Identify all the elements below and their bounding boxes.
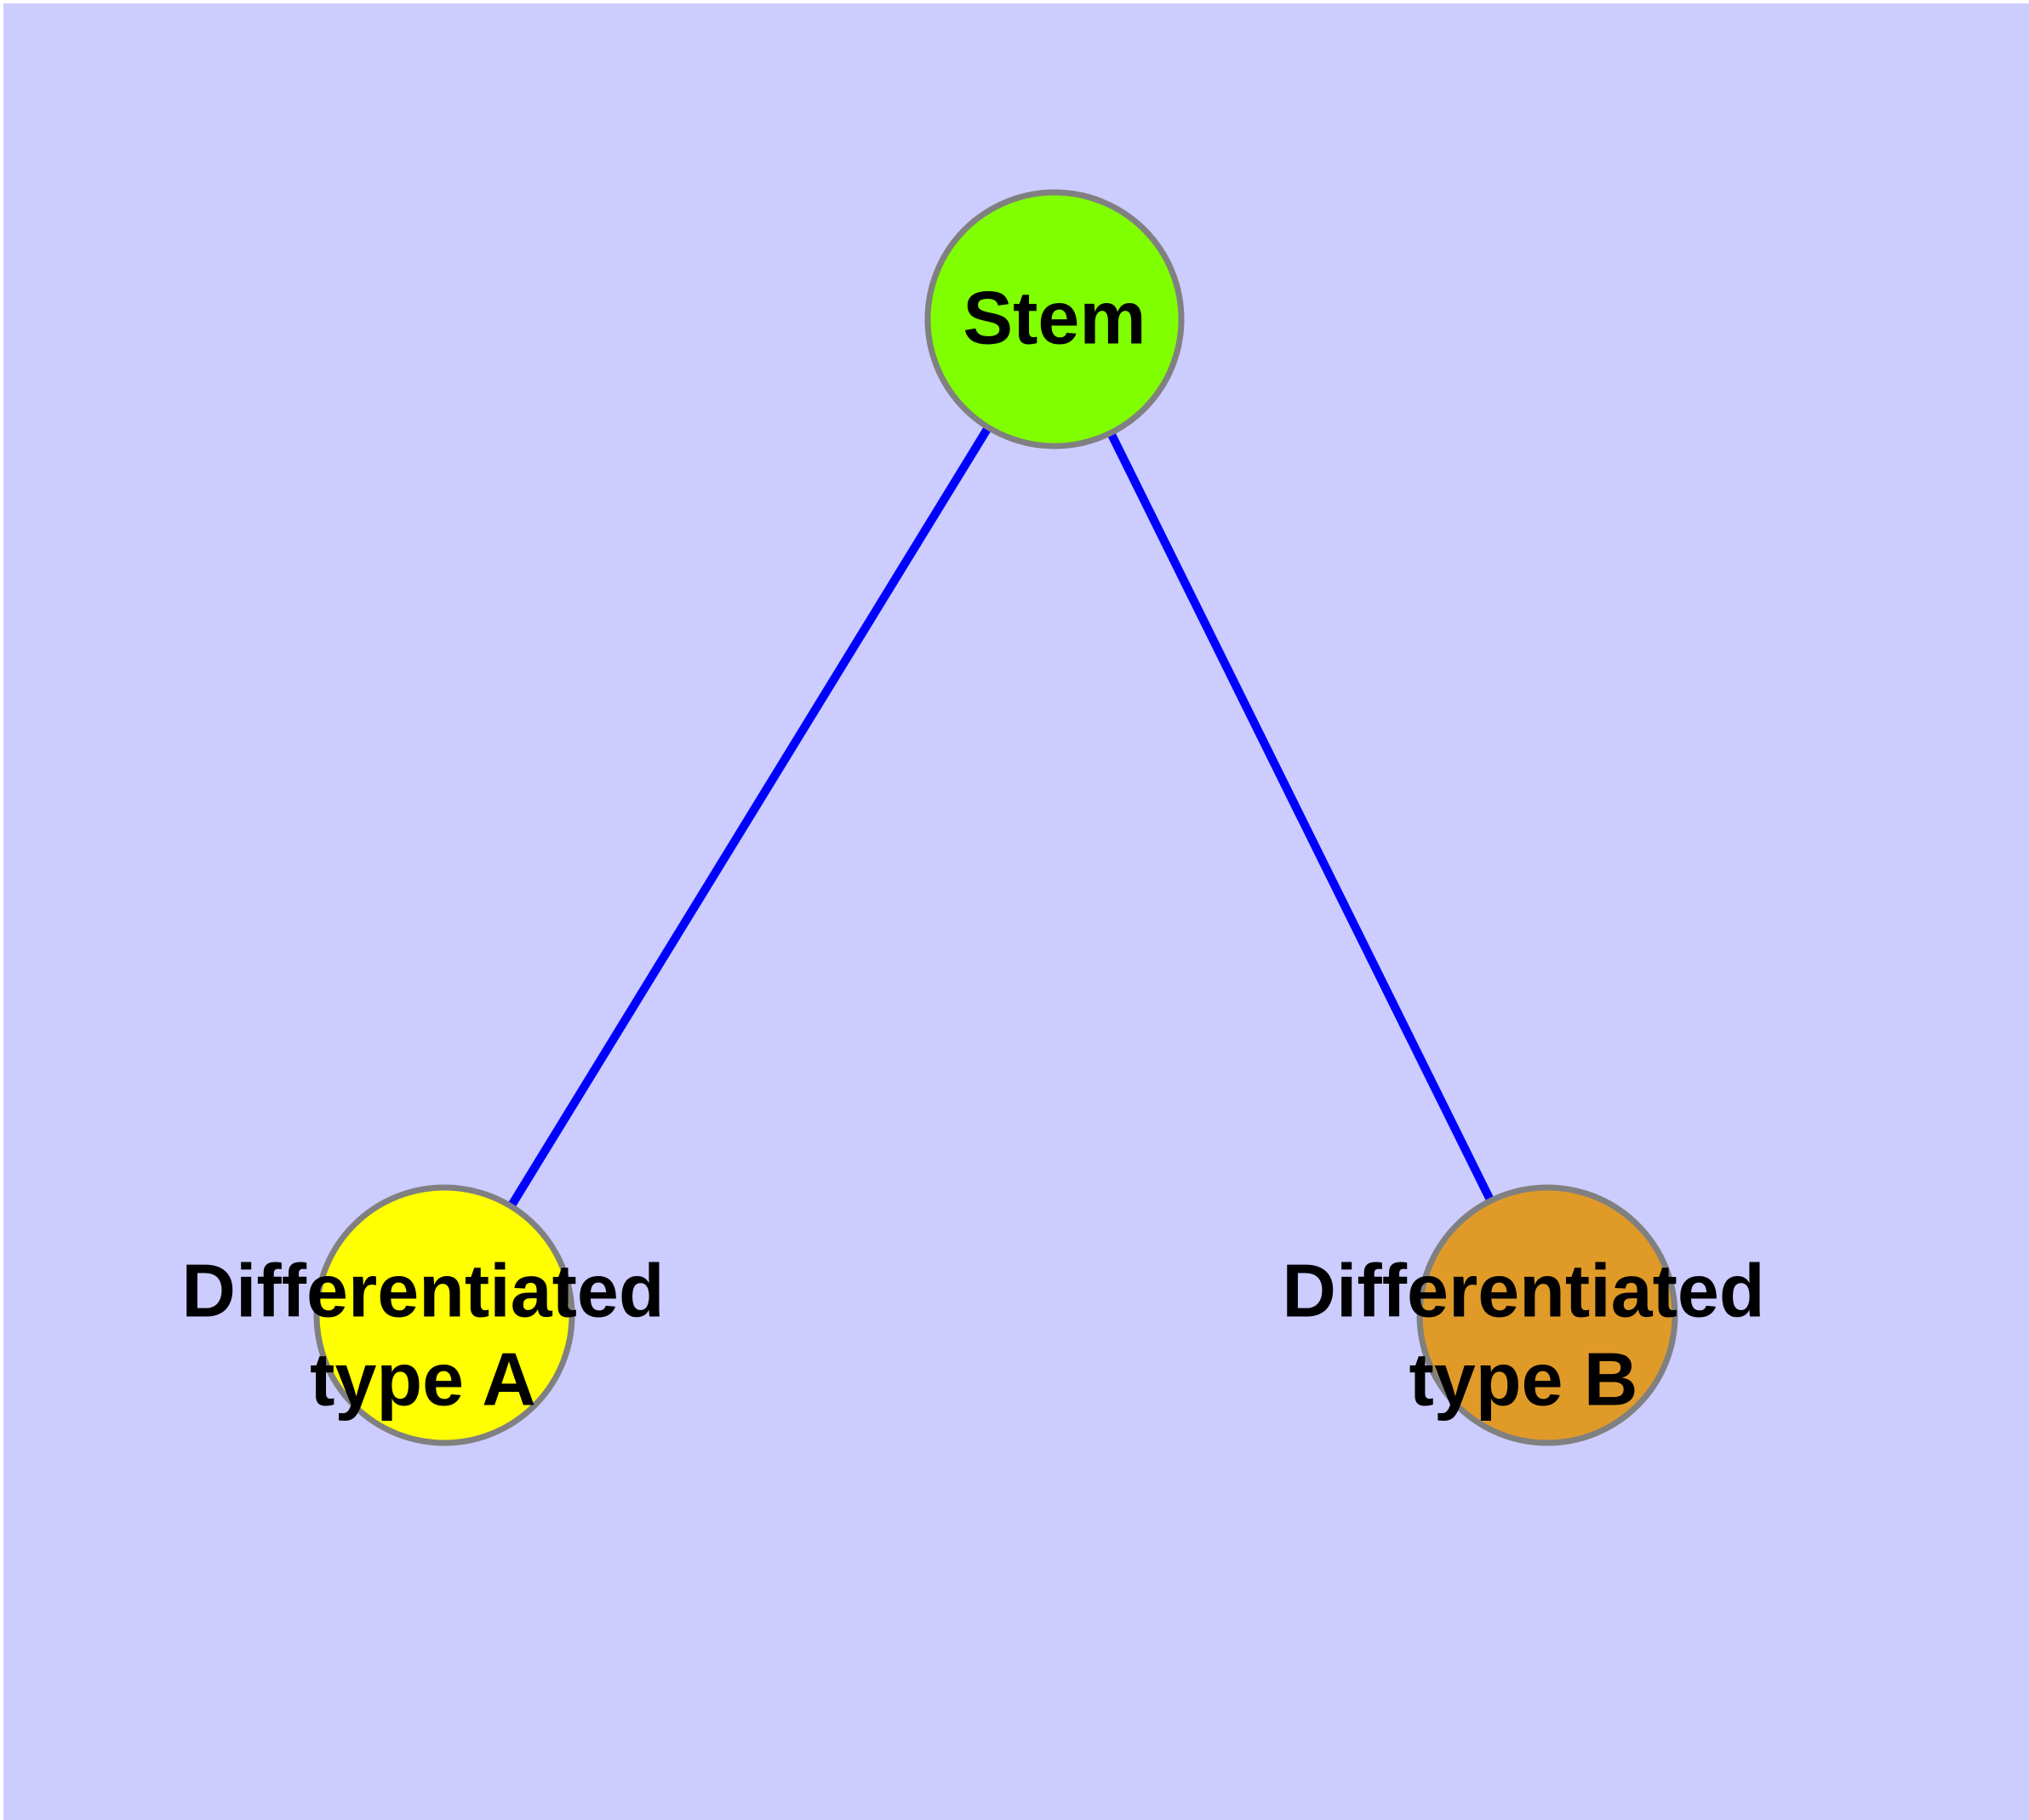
node-diff-b-circle[interactable]: [1416, 1184, 1678, 1446]
node-label-group: Stem Differentiated type A Differentiate…: [181, 275, 1764, 1421]
edge-stem-to-diff-b[interactable]: [1106, 431, 1495, 1203]
node-diff-a-circle[interactable]: [313, 1184, 575, 1446]
node-diff-a-label-line2: type A: [310, 1336, 536, 1421]
node-stem-circle[interactable]: [924, 189, 1185, 449]
edge-stem-to-diff-a[interactable]: [507, 425, 992, 1209]
node-diff-a-label-line1: Differentiated: [181, 1248, 664, 1332]
edge-group: [507, 425, 1495, 1209]
node-stem-label: Stem: [963, 275, 1146, 359]
node-diff-b-label-line2: type B: [1409, 1336, 1638, 1421]
node-diff-b-label-line1: Differentiated: [1282, 1248, 1764, 1332]
node-group: [313, 189, 1678, 1446]
